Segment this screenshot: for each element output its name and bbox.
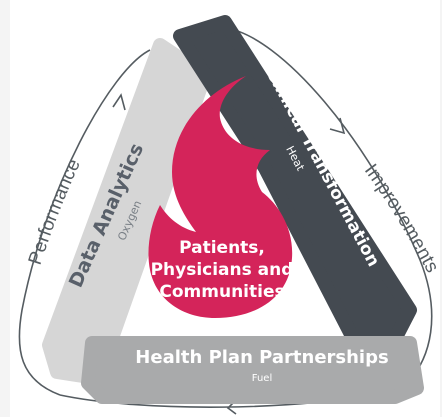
arrowhead-improvements	[329, 117, 346, 135]
center-line-3: Communities	[159, 282, 284, 302]
cycle-arc-right	[224, 27, 433, 391]
flame-shape	[148, 76, 293, 318]
health-plan-partnerships-segment	[81, 336, 424, 404]
arrowhead-performance	[112, 93, 126, 111]
health-plan-partnerships-subtitle: Fuel	[252, 373, 272, 384]
cycle-arc-left	[18, 49, 151, 396]
health-plan-partnerships-title: Health Plan Partnerships	[135, 347, 388, 368]
center-line-1: Patients,	[179, 238, 265, 258]
center-line-2: Physicians and	[151, 260, 294, 280]
